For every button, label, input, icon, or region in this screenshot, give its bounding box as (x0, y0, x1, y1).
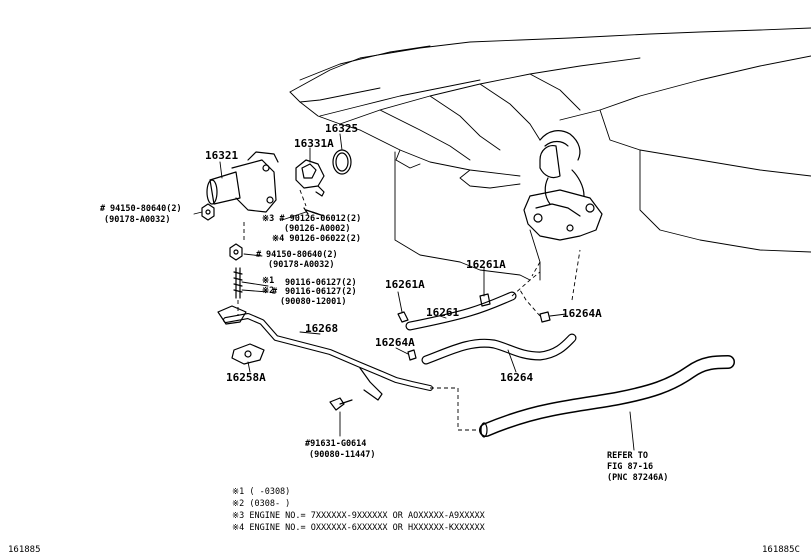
label-90116-b: 90116-06127(2) (285, 287, 357, 297)
label-16321: 16321 (205, 149, 239, 162)
heater-hose-large (479, 355, 735, 438)
clamp-16261a-a (397, 311, 409, 323)
label-refer-2: FIG 87-16 (607, 462, 654, 472)
bolt-91631 (329, 397, 353, 411)
footer-right-id: 161885C (762, 545, 800, 555)
stud-bolt-90126 (303, 207, 325, 217)
water-outlet-housing (523, 130, 603, 241)
fastener-nut-a (201, 203, 215, 221)
label-16258a: 16258A (226, 371, 266, 384)
note-1: ※1 ( -0308) (232, 487, 291, 497)
label-mark-2: ※2 (262, 286, 275, 296)
label-94150-b: 94150-80640(2) (266, 250, 338, 260)
stud-bolt-90116 (233, 267, 243, 299)
label-16261: 16261 (426, 306, 460, 319)
label-16325: 16325 (325, 122, 359, 135)
label-90126-line3: ※4 90126-06022(2) (272, 234, 362, 244)
label-16264a-2: 16264A (562, 307, 602, 320)
leader-lines (193, 133, 635, 451)
label-16268: 16268 (305, 322, 339, 335)
clamp-16264a-a (407, 349, 417, 361)
footer-left-id: 161885 (8, 545, 41, 555)
gasket-16325 (332, 149, 352, 175)
hose-16261 (405, 291, 517, 331)
label-refer-1: REFER TO (607, 451, 648, 461)
label-90178-b: (90178-A0032) (268, 260, 335, 270)
label-16264a-1: 16264A (375, 336, 415, 349)
label-mark-1: ※1 (262, 276, 275, 286)
note-3: ※3 ENGINE NO.= 7XXXXXX-9XXXXXX OR AOXXXX… (232, 511, 485, 521)
thermostat-16331a (295, 159, 325, 197)
label-16261a-2: 16261A (466, 258, 506, 271)
label-90126-line1: ※3 # 90126-06012(2) (262, 214, 362, 224)
label-90126-line2: (90126-A0002) (284, 224, 351, 234)
water-pipe-16268 (217, 305, 433, 401)
label-sharp-a: # (100, 204, 106, 214)
hose-16264 (421, 333, 577, 365)
label-90116-a: 90116-06127(2) (285, 278, 357, 288)
note-4: ※4 ENGINE NO.= OXXXXXX-6XXXXXX OR HXXXXX… (232, 523, 485, 533)
label-refer-3: (PNC 87246A) (607, 473, 669, 483)
water-inlet-16321 (206, 151, 279, 213)
gasket-16258a (231, 343, 265, 365)
label-94150-a: 94150-80640(2) (110, 204, 182, 214)
label-91631: #91631-G0614 (305, 439, 367, 449)
label-sharp-b: # (256, 250, 262, 260)
label-90080-a: (90080-12001) (280, 297, 347, 307)
label-16331a: 16331A (294, 137, 334, 150)
label-sharp-c: # (272, 287, 278, 297)
clamp-16261a-b (479, 293, 491, 307)
dashed-connectors (237, 189, 581, 431)
fastener-nut-b (229, 243, 243, 261)
label-16264: 16264 (500, 371, 534, 384)
note-2: ※2 (0308- ) (232, 499, 291, 509)
engine-block-outline (289, 27, 811, 281)
label-16261a-1: 16261A (385, 278, 425, 291)
label-90080-b: (90080-11447) (309, 450, 376, 460)
clamp-16264a-b (539, 311, 551, 323)
label-90178-a: (90178-A0032) (104, 215, 171, 225)
